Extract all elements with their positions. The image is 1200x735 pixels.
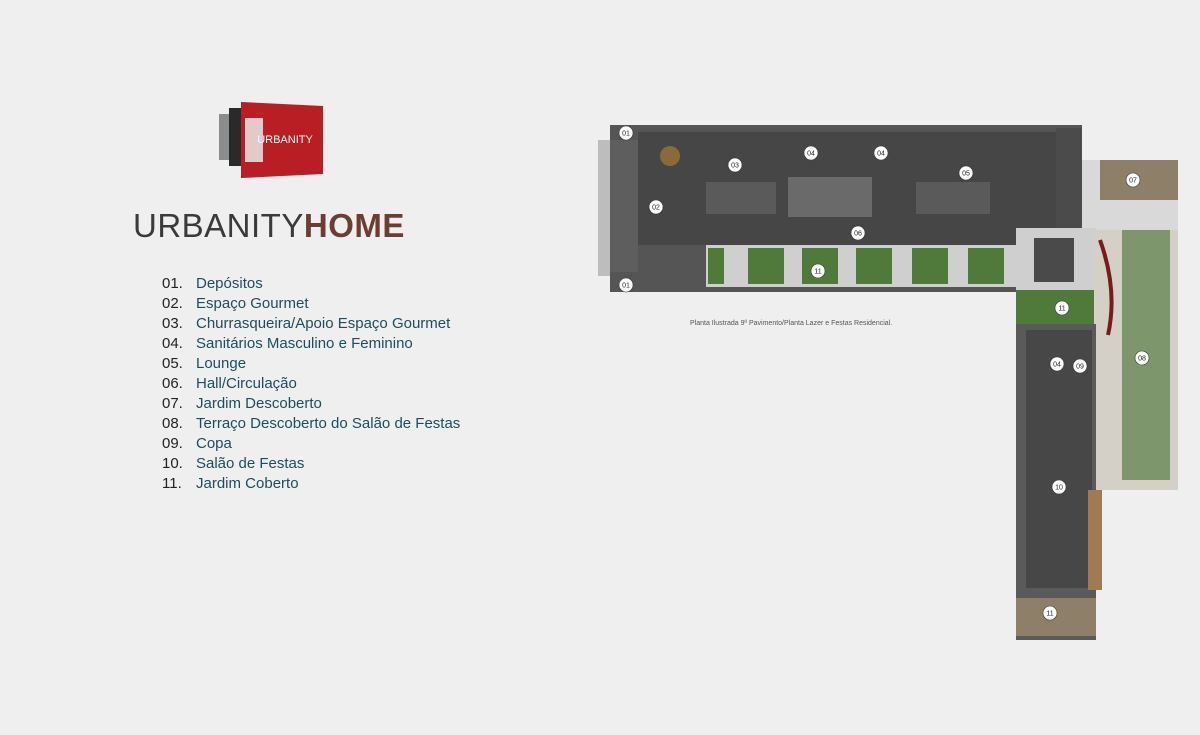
plan-tag: 04 [1049,356,1065,372]
legend-item: 04. Sanitários Masculino e Feminino [162,334,522,354]
plan-tag: 09 [1072,358,1088,374]
lounge-sofas-right [916,182,990,214]
legend-item: 09. Copa [162,434,522,454]
plan-tag: 01 [618,277,634,293]
legend-item: 02. Espaço Gourmet [162,294,522,314]
stair-core [788,177,872,217]
legend-label: Depósitos [196,275,263,292]
svg-text:08: 08 [1138,356,1146,363]
legend-item: 07. Jardim Descoberto [162,394,522,414]
top-wing-end [1056,128,1082,243]
legend-number: 06. [162,375,183,392]
plan-tag: 11 [810,263,826,279]
plan-tag: 07 [1125,172,1141,188]
plan-tag: 05 [958,165,974,181]
legend-label: Churrasqueira/Apoio Espaço Gourmet [196,315,451,332]
svg-text:06: 06 [854,231,862,238]
svg-text:11: 11 [814,269,821,276]
svg-text:11: 11 [1046,611,1053,618]
legend-item: 03. Churrasqueira/Apoio Espaço Gourmet [162,314,522,334]
svg-text:01: 01 [622,283,630,290]
legend-number: 04. [162,335,183,352]
legend-number: 05. [162,355,183,372]
plan-tag: 04 [803,145,819,161]
plan-tag: 08 [1134,350,1150,366]
plan-tag: 04 [873,145,889,161]
legend-number: 09. [162,435,183,452]
elevator-core [1034,238,1074,282]
brand-part-2: HOME [303,207,405,244]
urbanity-logo-mark-icon: URBANITY [219,102,323,178]
plan-tag: 02 [648,199,664,215]
legend-label: Jardim Descoberto [196,395,322,412]
legend-label: Copa [196,435,232,452]
plan-tag: 06 [850,225,866,241]
legend-label: Sanitários Masculino e Feminino [196,335,413,352]
legend-item: 11. Jardim Coberto [162,474,522,494]
svg-text:04: 04 [1053,362,1061,369]
garden-beds-top [708,248,1004,284]
floor-plan: 01 01 02 03 04 04 05 06 07 11 11 04 09 08 10 11 [598,125,1178,640]
legend-label: Hall/Circulação [196,375,297,392]
legend-item: 08. Terraço Descoberto do Salão de Festas [162,414,522,434]
bar-counter [1088,490,1102,590]
outer-terrace-strip [598,140,610,276]
legend-number: 11. [162,475,182,492]
plan-tag: 10 [1051,479,1067,495]
plan-tag: 11 [1054,300,1070,316]
curved-bench [1098,239,1114,336]
brand-wordmark: URBANITYHOME [133,206,405,246]
svg-text:07: 07 [1129,178,1137,185]
number-tags: 01 01 02 03 04 04 05 06 07 11 11 04 09 08 10 11 [618,125,1150,621]
plan-caption: Planta Ilustrada 9º Pavimento/Planta Laz… [690,320,893,327]
legend-number: 08. [162,415,183,432]
legend-item: 05. Lounge [162,354,522,374]
legend-label: Salão de Festas [196,455,305,472]
plan-tag: 01 [618,125,634,141]
legend-number: 07. [162,395,183,412]
gourmet-area [610,140,638,272]
plan-tag: 03 [727,157,743,173]
legend-number: 02. [162,295,183,312]
lounge-sofas-left [706,182,776,214]
legend-label: Jardim Coberto [196,475,299,492]
legend-number: 10. [162,455,183,472]
svg-text:11: 11 [1058,306,1065,313]
legend-list: 01. Depósitos 02. Espaço Gourmet 03. Churrasq… [162,274,522,494]
brand-part-1: URBANITY [133,207,304,244]
svg-text:02: 02 [652,205,660,212]
legend-item: 01. Depósitos [162,274,522,294]
svg-text:04: 04 [807,151,815,158]
svg-text:10: 10 [1055,485,1063,492]
legend-number: 03. [162,315,183,332]
svg-text:03: 03 [731,163,739,170]
legend-item: 10. Salão de Festas [162,454,522,474]
svg-text:05: 05 [962,171,970,178]
legend-label: Terraço Descoberto do Salão de Festas [196,415,461,432]
svg-text:01: 01 [622,131,630,138]
plan-tag: 11 [1042,605,1058,621]
legend-number: 01. [162,275,183,292]
logo-light-panel [245,118,263,162]
svg-text:04: 04 [877,151,885,158]
legend-item: 06. Hall/Circulação [162,374,522,394]
logo-mark-text: URBANITY [257,134,313,146]
svg-text:09: 09 [1076,364,1084,371]
legend-label: Espaço Gourmet [196,295,309,312]
round-table [660,146,680,166]
legend-label: Lounge [196,355,247,372]
